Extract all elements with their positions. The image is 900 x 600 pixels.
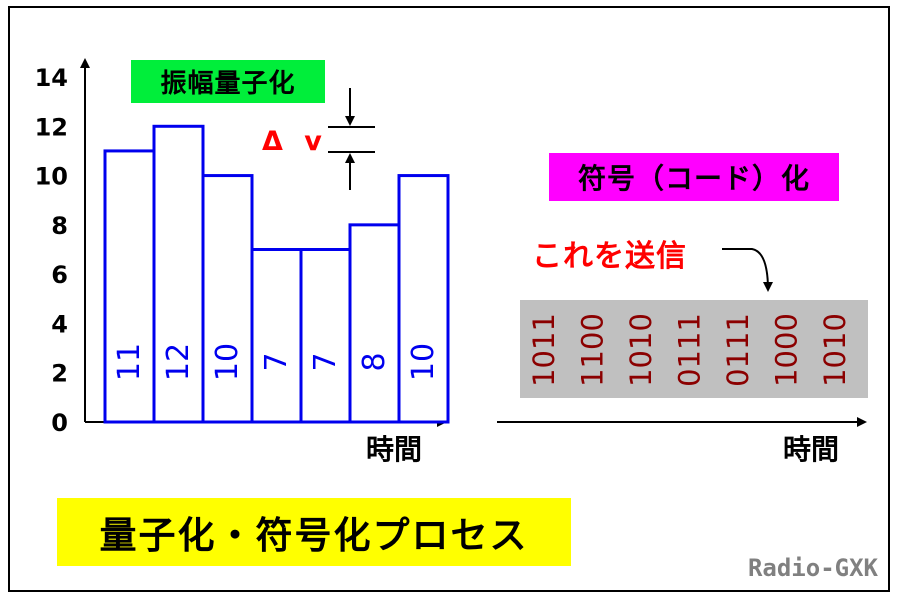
bar-value-label: 10 [210,343,245,381]
amplitude-quantization-label: 振幅量子化 [131,60,325,103]
code-panel [520,300,868,398]
right-x-axis-label: 時間 [783,433,840,466]
bar [250,248,303,424]
bar [397,174,450,424]
y-tick-label: 10 [35,163,68,191]
binary-code: 0111 [721,313,755,387]
y-tick-label: 14 [35,64,68,92]
delta-v-label: Δ v [262,126,328,157]
bar [348,223,401,424]
y-tick-label: 8 [51,212,68,240]
y-tick-label: 0 [51,409,68,437]
bar [299,248,352,424]
bar-value-label: 10 [406,343,441,381]
bar [201,174,254,424]
y-tick-label: 2 [51,360,68,388]
y-tick-label: 4 [51,310,68,338]
y-tick-label: 6 [51,261,68,289]
binary-code: 1010 [818,313,852,387]
process-title: 量子化・符号化プロセス [57,498,571,566]
send-pointer-arrow [722,248,773,292]
delta-v-indicator [328,88,375,190]
bar [152,124,205,424]
code-series: 1011 1100 1010 0111 0111 1000 1010 [527,313,852,387]
bar-value-label: 12 [161,343,196,381]
binary-code: 1010 [624,313,658,387]
x-axis-label: 時間 [366,433,423,466]
binary-code: 1011 [527,313,561,387]
binary-code: 1000 [770,313,804,387]
y-tick-labels: 0 2 4 6 8 10 12 14 [35,64,68,437]
binary-code: 0111 [673,313,707,387]
coding-label: 符号（コード）化 [549,153,839,201]
bar-value-label: 7 [259,352,294,371]
send-label: これを送信 [532,239,687,274]
y-tick-label: 12 [35,113,68,141]
bar-value-label: 8 [357,352,392,371]
credit-label: Radio-GXK [747,554,878,582]
binary-code: 1100 [576,313,610,387]
bar-value-label: 7 [308,352,343,371]
bar-value-label: 11 [112,343,147,381]
